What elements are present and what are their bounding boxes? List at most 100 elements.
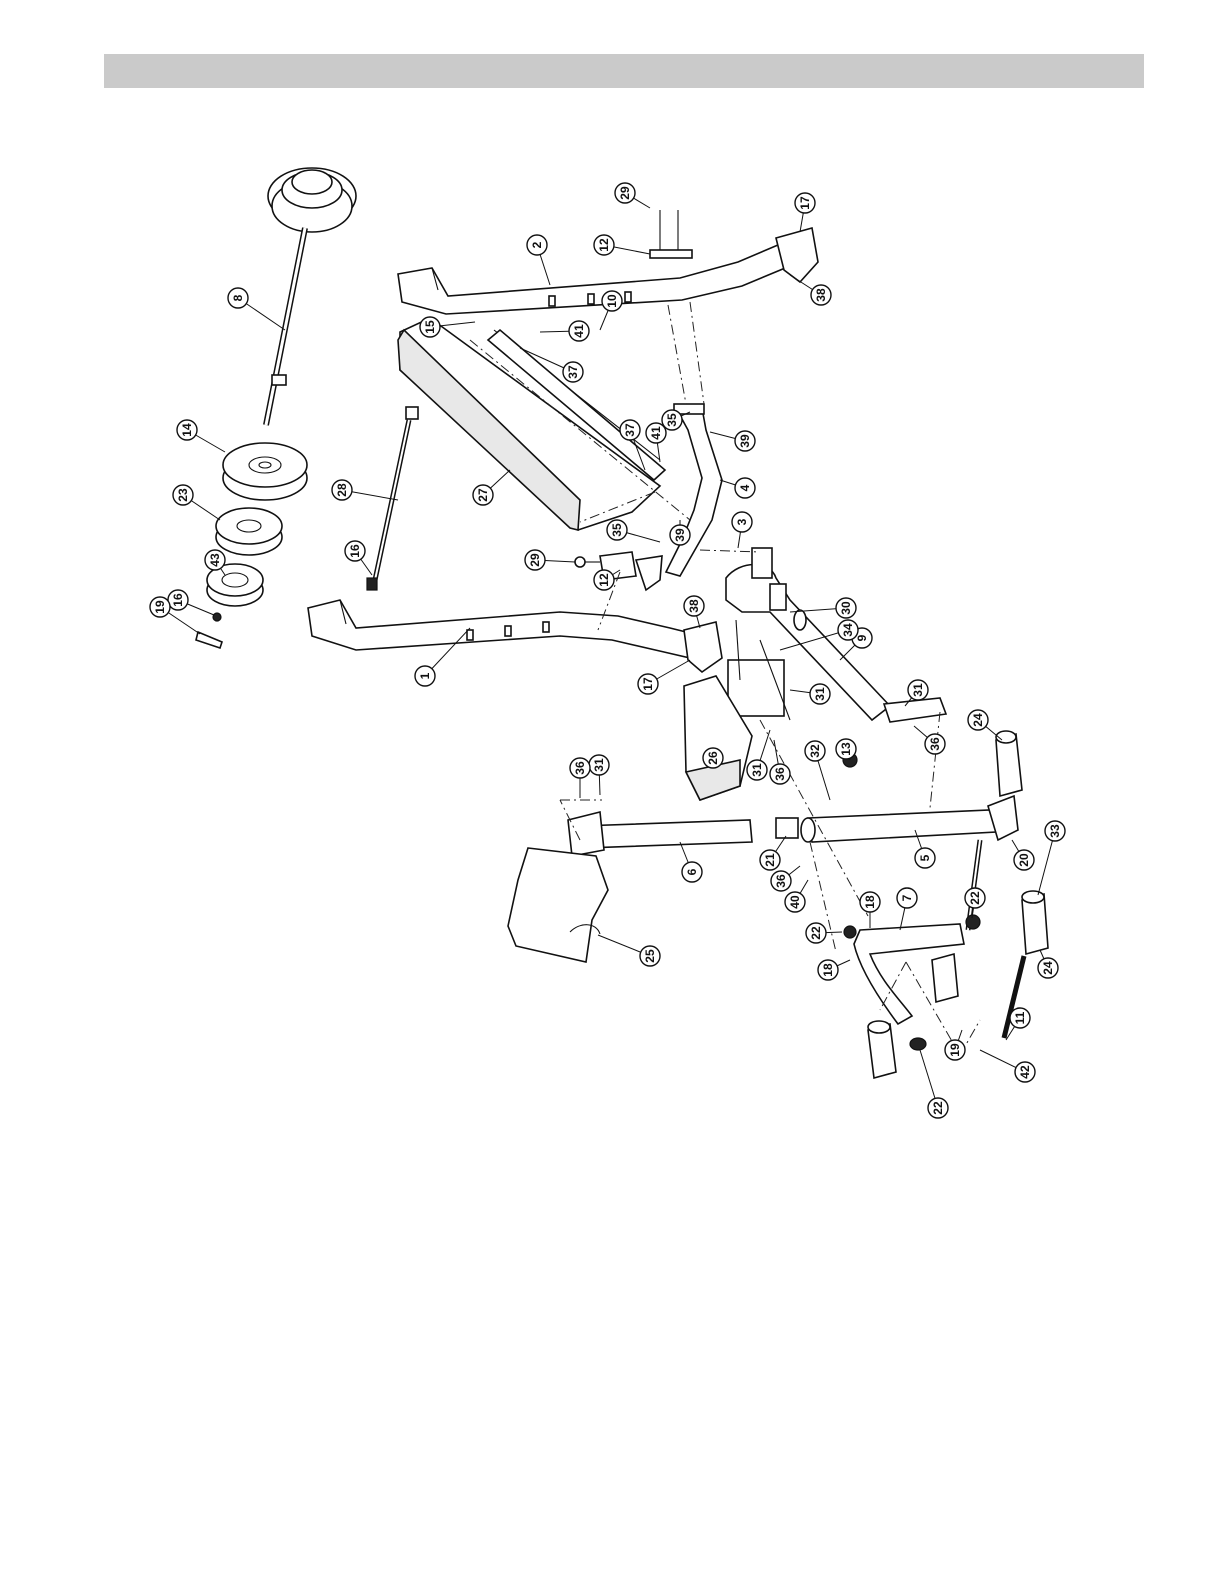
callout-17: 17	[638, 660, 690, 694]
callout-7: 7	[897, 888, 917, 930]
callout-label: 1	[418, 672, 432, 679]
callout-13: 13	[836, 739, 856, 760]
callout-36: 36	[914, 726, 945, 754]
callout-29: 29	[525, 550, 575, 570]
callout-label: 37	[623, 423, 637, 437]
callout-32: 32	[805, 741, 830, 800]
lower-arm-tube	[308, 600, 722, 672]
callout-label: 32	[808, 744, 822, 758]
callout-25: 25	[598, 935, 660, 966]
callout-label: 24	[971, 713, 985, 727]
callout-6: 6	[680, 842, 702, 882]
callout-label: 4	[738, 484, 752, 491]
callout-2: 2	[527, 235, 550, 285]
callout-18: 18	[860, 892, 880, 928]
end-cap-bottom	[910, 1038, 926, 1050]
callout-label: 42	[1018, 1065, 1032, 1079]
callout-label: 18	[821, 963, 835, 977]
callout-label: 31	[750, 763, 764, 777]
end-cap-right	[966, 915, 980, 929]
callout-label: 14	[180, 423, 194, 437]
callout-label: 33	[1048, 824, 1062, 838]
callout-39: 39	[670, 520, 690, 545]
callout-label: 30	[839, 601, 853, 615]
callout-label: 25	[643, 949, 657, 963]
end-cap-left	[844, 926, 856, 938]
callout-label: 35	[665, 413, 679, 427]
callout-label: 17	[641, 677, 655, 691]
callout-label: 31	[813, 687, 827, 701]
callout-label: 16	[348, 544, 362, 558]
back-pad	[398, 318, 660, 530]
spring-rod	[367, 407, 418, 590]
callout-label: 15	[423, 320, 437, 334]
callout-label: 31	[592, 758, 606, 772]
callout-27: 27	[473, 470, 510, 505]
callout-label: 18	[863, 895, 877, 909]
weight-plate-large	[223, 443, 307, 500]
callout-label: 41	[572, 324, 586, 338]
callout-label: 37	[566, 365, 580, 379]
callout-label: 39	[738, 434, 752, 448]
callout-42: 42	[980, 1050, 1035, 1082]
callout-31: 31	[790, 684, 830, 704]
barbell	[266, 168, 356, 425]
callout-label: 29	[618, 186, 632, 200]
foam-roller-center	[932, 954, 958, 1002]
callout-label: 6	[685, 868, 699, 875]
callout-label: 10	[605, 294, 619, 308]
callout-20: 20	[1012, 840, 1034, 870]
callout-label: 20	[1017, 853, 1031, 867]
callout-38: 38	[790, 275, 831, 305]
callout-label: 22	[931, 1101, 945, 1115]
end-cap	[213, 613, 221, 621]
callout-label: 22	[968, 891, 982, 905]
callout-21: 21	[760, 836, 786, 870]
callout-10: 10	[600, 291, 622, 330]
callout-label: 36	[773, 767, 787, 781]
callout-label: 16	[171, 593, 185, 607]
callout-label: 2	[530, 241, 544, 248]
callout-38: 38	[684, 596, 704, 628]
seat-bracket	[728, 620, 790, 720]
callout-12: 12	[594, 570, 620, 590]
callout-label: 29	[528, 553, 542, 567]
foam-roller-left	[868, 1021, 896, 1078]
callout-label: 5	[918, 854, 932, 861]
callout-label: 3	[735, 518, 749, 525]
callout-label: 38	[814, 288, 828, 302]
callout-31: 31	[589, 755, 609, 795]
callout-label: 26	[706, 751, 720, 765]
callout-label: 23	[176, 488, 190, 502]
callout-label: 28	[335, 483, 349, 497]
callout-22: 22	[920, 1050, 948, 1118]
callout-label: 19	[948, 1043, 962, 1057]
callout-label: 7	[900, 894, 914, 901]
callout-28: 28	[332, 480, 398, 500]
callout-16: 16	[345, 541, 372, 575]
extension-tube	[568, 812, 752, 856]
callout-label: 36	[774, 874, 788, 888]
callout-label: 8	[231, 294, 245, 301]
callout-17: 17	[795, 193, 815, 232]
callout-label: 41	[649, 426, 663, 440]
leg-curl-lever	[854, 840, 980, 1024]
callout-24: 24	[968, 710, 1002, 740]
callout-22: 22	[806, 923, 842, 943]
callout-label: 31	[911, 683, 925, 697]
callout-33: 33	[1038, 821, 1065, 895]
callout-23: 23	[173, 485, 220, 520]
callout-8: 8	[228, 288, 285, 330]
callout-label: 40	[788, 895, 802, 909]
foam-roller-top	[996, 731, 1022, 796]
callout-39: 39	[710, 431, 755, 451]
callout-label: 11	[1013, 1011, 1027, 1024]
callout-12: 12	[594, 235, 650, 255]
callout-label: 36	[928, 737, 942, 751]
callout-4: 4	[720, 478, 755, 498]
callout-14: 14	[177, 420, 225, 452]
callout-18: 18	[818, 960, 850, 980]
callout-3: 3	[732, 512, 752, 548]
callout-36: 36	[771, 866, 800, 891]
